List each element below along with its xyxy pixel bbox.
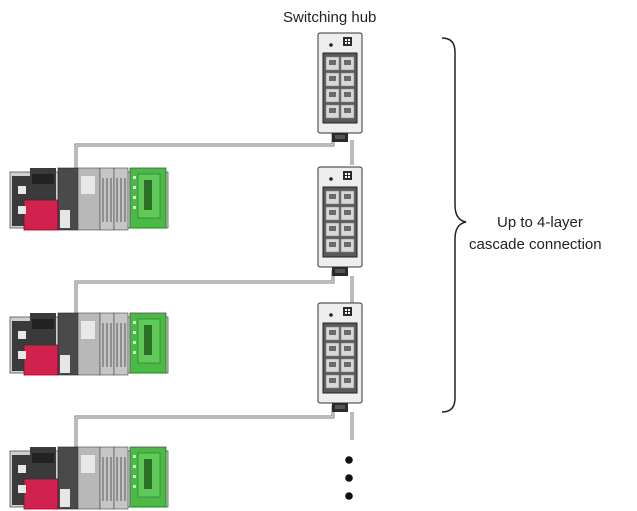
switching-hub-2 [317,166,363,277]
continuation-dot [345,474,353,482]
plc-unit-3 [9,446,169,510]
continuation-dot [345,492,353,500]
switching-hub-1 [317,32,363,143]
cascade-label-line2: cascade connection [469,236,602,253]
plc-unit-2 [9,312,169,376]
continuation-dot [345,456,353,464]
switching-hub-label: Switching hub [283,9,377,26]
cascade-bracket [441,37,467,413]
cascade-label-line1: Up to 4-layer [497,214,583,231]
plc-unit-1 [9,167,169,231]
switching-hub-3 [317,302,363,413]
continuation-dots [345,456,353,500]
